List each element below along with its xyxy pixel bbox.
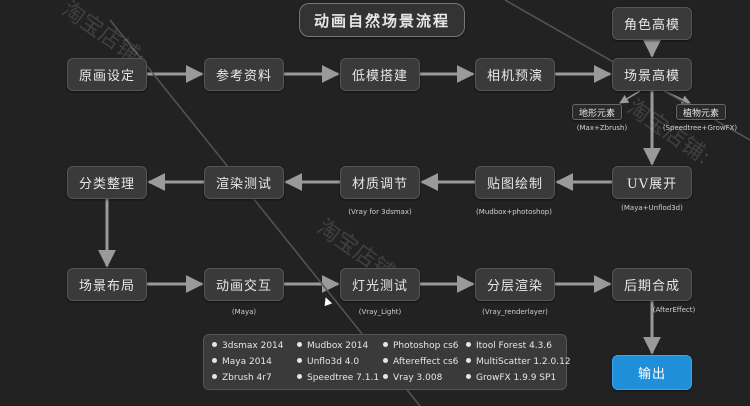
node-uv: UV展开 xyxy=(612,166,692,199)
software-item: GrowFX 1.9.9 SP1 xyxy=(466,373,556,383)
caption-layered: (Vray_renderlayer) xyxy=(482,308,548,316)
software-item: Mudbox 2014 xyxy=(297,341,368,351)
caption-uv: (Maya+Unflod3d) xyxy=(621,204,683,212)
software-item: Maya 2014 xyxy=(212,357,272,367)
node-reference: 参考资料 xyxy=(204,58,284,91)
software-item: MultiScatter 1.2.0.12 xyxy=(466,357,571,367)
software-item: Vray 3.008 xyxy=(383,373,442,383)
node-concept-design: 原画设定 xyxy=(67,58,147,91)
caption-terrain: (Max+Zbrush) xyxy=(576,124,628,132)
node-texture: 贴图绘制 xyxy=(475,166,555,199)
software-item: Speedtree 7.1.1 xyxy=(297,373,379,383)
software-item: Aftereffect cs6 xyxy=(383,357,458,367)
node-lighting-test: 灯光测试 xyxy=(340,268,420,301)
output-button[interactable]: 输出 xyxy=(612,355,692,390)
software-item: Unflo3d 4.0 xyxy=(297,357,359,367)
flow-arrow xyxy=(619,90,641,104)
node-scene-layout: 场景布局 xyxy=(67,268,147,301)
node-material: 材质调节 xyxy=(340,166,420,199)
software-item: Itool Forest 4.3.6 xyxy=(466,341,552,351)
node-plant: 植物元素 xyxy=(676,104,726,120)
node-compositing: 后期合成 xyxy=(612,268,692,301)
caption-material: (Vray for 3dsmax) xyxy=(348,208,412,216)
software-item: Zbrush 4r7 xyxy=(212,373,272,383)
software-list-panel: 3dsmax 2014 Mudbox 2014 Photoshop cs6 It… xyxy=(203,334,571,390)
node-character-high-poly: 角色高模 xyxy=(612,7,692,40)
node-animation: 动画交互 xyxy=(204,268,284,301)
node-render-test: 渲染测试 xyxy=(204,166,284,199)
node-scene-high-poly: 场景高模 xyxy=(612,58,692,91)
software-item: 3dsmax 2014 xyxy=(212,341,284,351)
software-item: Photoshop cs6 xyxy=(383,341,459,351)
node-terrain: 地形元素 xyxy=(572,104,622,120)
caption-animation: (Maya) xyxy=(231,308,257,316)
caption-lighting: (Vray_Light) xyxy=(358,308,402,316)
caption-post: (AfterEffect) xyxy=(652,306,696,314)
caption-texture: (Mudbox+photoshop) xyxy=(476,208,552,216)
node-low-poly: 低模搭建 xyxy=(340,58,420,91)
node-sort: 分类整理 xyxy=(67,166,147,199)
node-camera-preview: 相机预演 xyxy=(475,58,555,91)
caption-plant: (Speedtree+GrowFX) xyxy=(662,124,738,132)
node-layered-render: 分层渲染 xyxy=(475,268,555,301)
diagram-title: 动画自然场景流程 xyxy=(299,3,465,37)
